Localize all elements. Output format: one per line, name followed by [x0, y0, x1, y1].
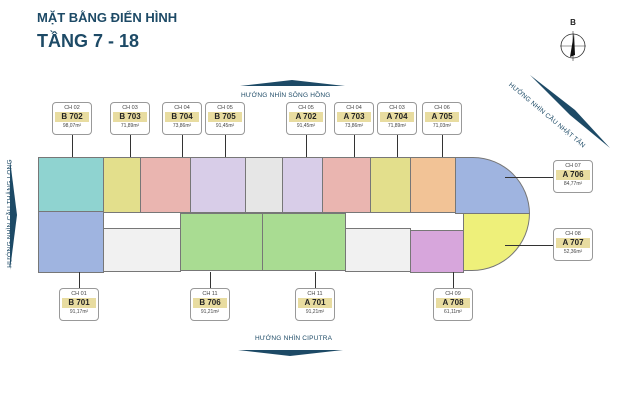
unit-area: 91,21m² — [200, 309, 220, 315]
view-marker-right — [530, 75, 610, 148]
unit-area: 91,45m² — [215, 123, 235, 129]
unit-a701[interactable] — [262, 213, 346, 271]
core-center — [245, 157, 283, 213]
unit-area: 73,86m² — [172, 123, 192, 129]
unit-a704[interactable] — [370, 157, 411, 213]
unit-area: 84,77m² — [563, 181, 583, 187]
unit-area: 91,45m² — [296, 123, 316, 129]
unit-b702[interactable] — [38, 157, 104, 212]
unit-ch: CH 08 — [565, 231, 581, 237]
unit-a702[interactable] — [282, 157, 323, 213]
unit-code: A 701 — [298, 298, 332, 308]
unit-area: 71,89m² — [120, 123, 140, 129]
unit-code: A 707 — [556, 238, 590, 248]
unit-b706[interactable] — [180, 213, 263, 271]
view-label-top: HƯỚNG NHÌN SÔNG HỒNG — [241, 92, 331, 99]
unit-ch: CH 07 — [565, 163, 581, 169]
unit-a706[interactable] — [455, 157, 530, 214]
unit-area: 91,17m² — [69, 309, 89, 315]
unit-ch: CH 04 — [346, 105, 362, 111]
unit-code: A 704 — [380, 112, 414, 122]
unit-area: 52,36m² — [563, 249, 583, 255]
stair-core-left — [103, 228, 181, 272]
unit-ch: CH 01 — [71, 291, 87, 297]
unit-a707[interactable] — [463, 213, 530, 271]
stair-core-right — [345, 228, 411, 272]
unit-b703[interactable] — [103, 157, 141, 213]
unit-code: B 703 — [113, 112, 147, 122]
unit-code: B 704 — [165, 112, 199, 122]
unit-ch: CH 03 — [122, 105, 138, 111]
unit-code: A 708 — [436, 298, 470, 308]
unit-code: A 702 — [289, 112, 323, 122]
unit-ch: CH 02 — [64, 105, 80, 111]
unit-ch: CH 09 — [445, 291, 461, 297]
view-marker-top — [240, 80, 345, 86]
unit-ch: CH 05 — [217, 105, 233, 111]
unit-ch: CH 11 — [202, 291, 218, 297]
unit-area: 71,89m² — [387, 123, 407, 129]
page-title: MẶT BẰNG ĐIỂN HÌNH — [37, 10, 178, 25]
unit-code: B 706 — [193, 298, 227, 308]
floor-range: TẦNG 7 - 18 — [37, 31, 140, 51]
unit-a703[interactable] — [322, 157, 371, 213]
unit-ch: CH 06 — [434, 105, 450, 111]
unit-area: 98,07m² — [62, 123, 82, 129]
unit-code: B 701 — [62, 298, 96, 308]
view-marker-left — [10, 160, 17, 270]
unit-area: 73,86m² — [344, 123, 364, 129]
compass-icon: B — [558, 18, 588, 66]
unit-area: 71,03m² — [432, 123, 452, 129]
unit-ch: CH 11 — [307, 291, 323, 297]
unit-ch: CH 03 — [389, 105, 405, 111]
unit-code: B 705 — [208, 112, 242, 122]
view-label-left: HƯỚNG NHÌN CẦU THĂNG LONG — [6, 159, 14, 268]
unit-a705[interactable] — [410, 157, 456, 213]
unit-a708[interactable] — [410, 230, 464, 273]
view-label-bottom: HƯỚNG NHÌN CIPUTRA — [255, 335, 333, 342]
unit-b704[interactable] — [140, 157, 191, 213]
compass-north-label: B — [570, 18, 576, 27]
unit-b705[interactable] — [190, 157, 246, 213]
unit-b701[interactable] — [38, 211, 104, 273]
unit-ch: CH 04 — [174, 105, 190, 111]
unit-area: 91,21m² — [305, 309, 325, 315]
unit-area: 61,11m² — [444, 309, 462, 315]
unit-code: A 705 — [425, 112, 459, 122]
view-marker-bottom — [238, 350, 343, 356]
unit-ch: CH 05 — [298, 105, 314, 111]
unit-code: A 703 — [337, 112, 371, 122]
unit-code: A 706 — [556, 170, 590, 180]
unit-code: B 702 — [55, 112, 89, 122]
